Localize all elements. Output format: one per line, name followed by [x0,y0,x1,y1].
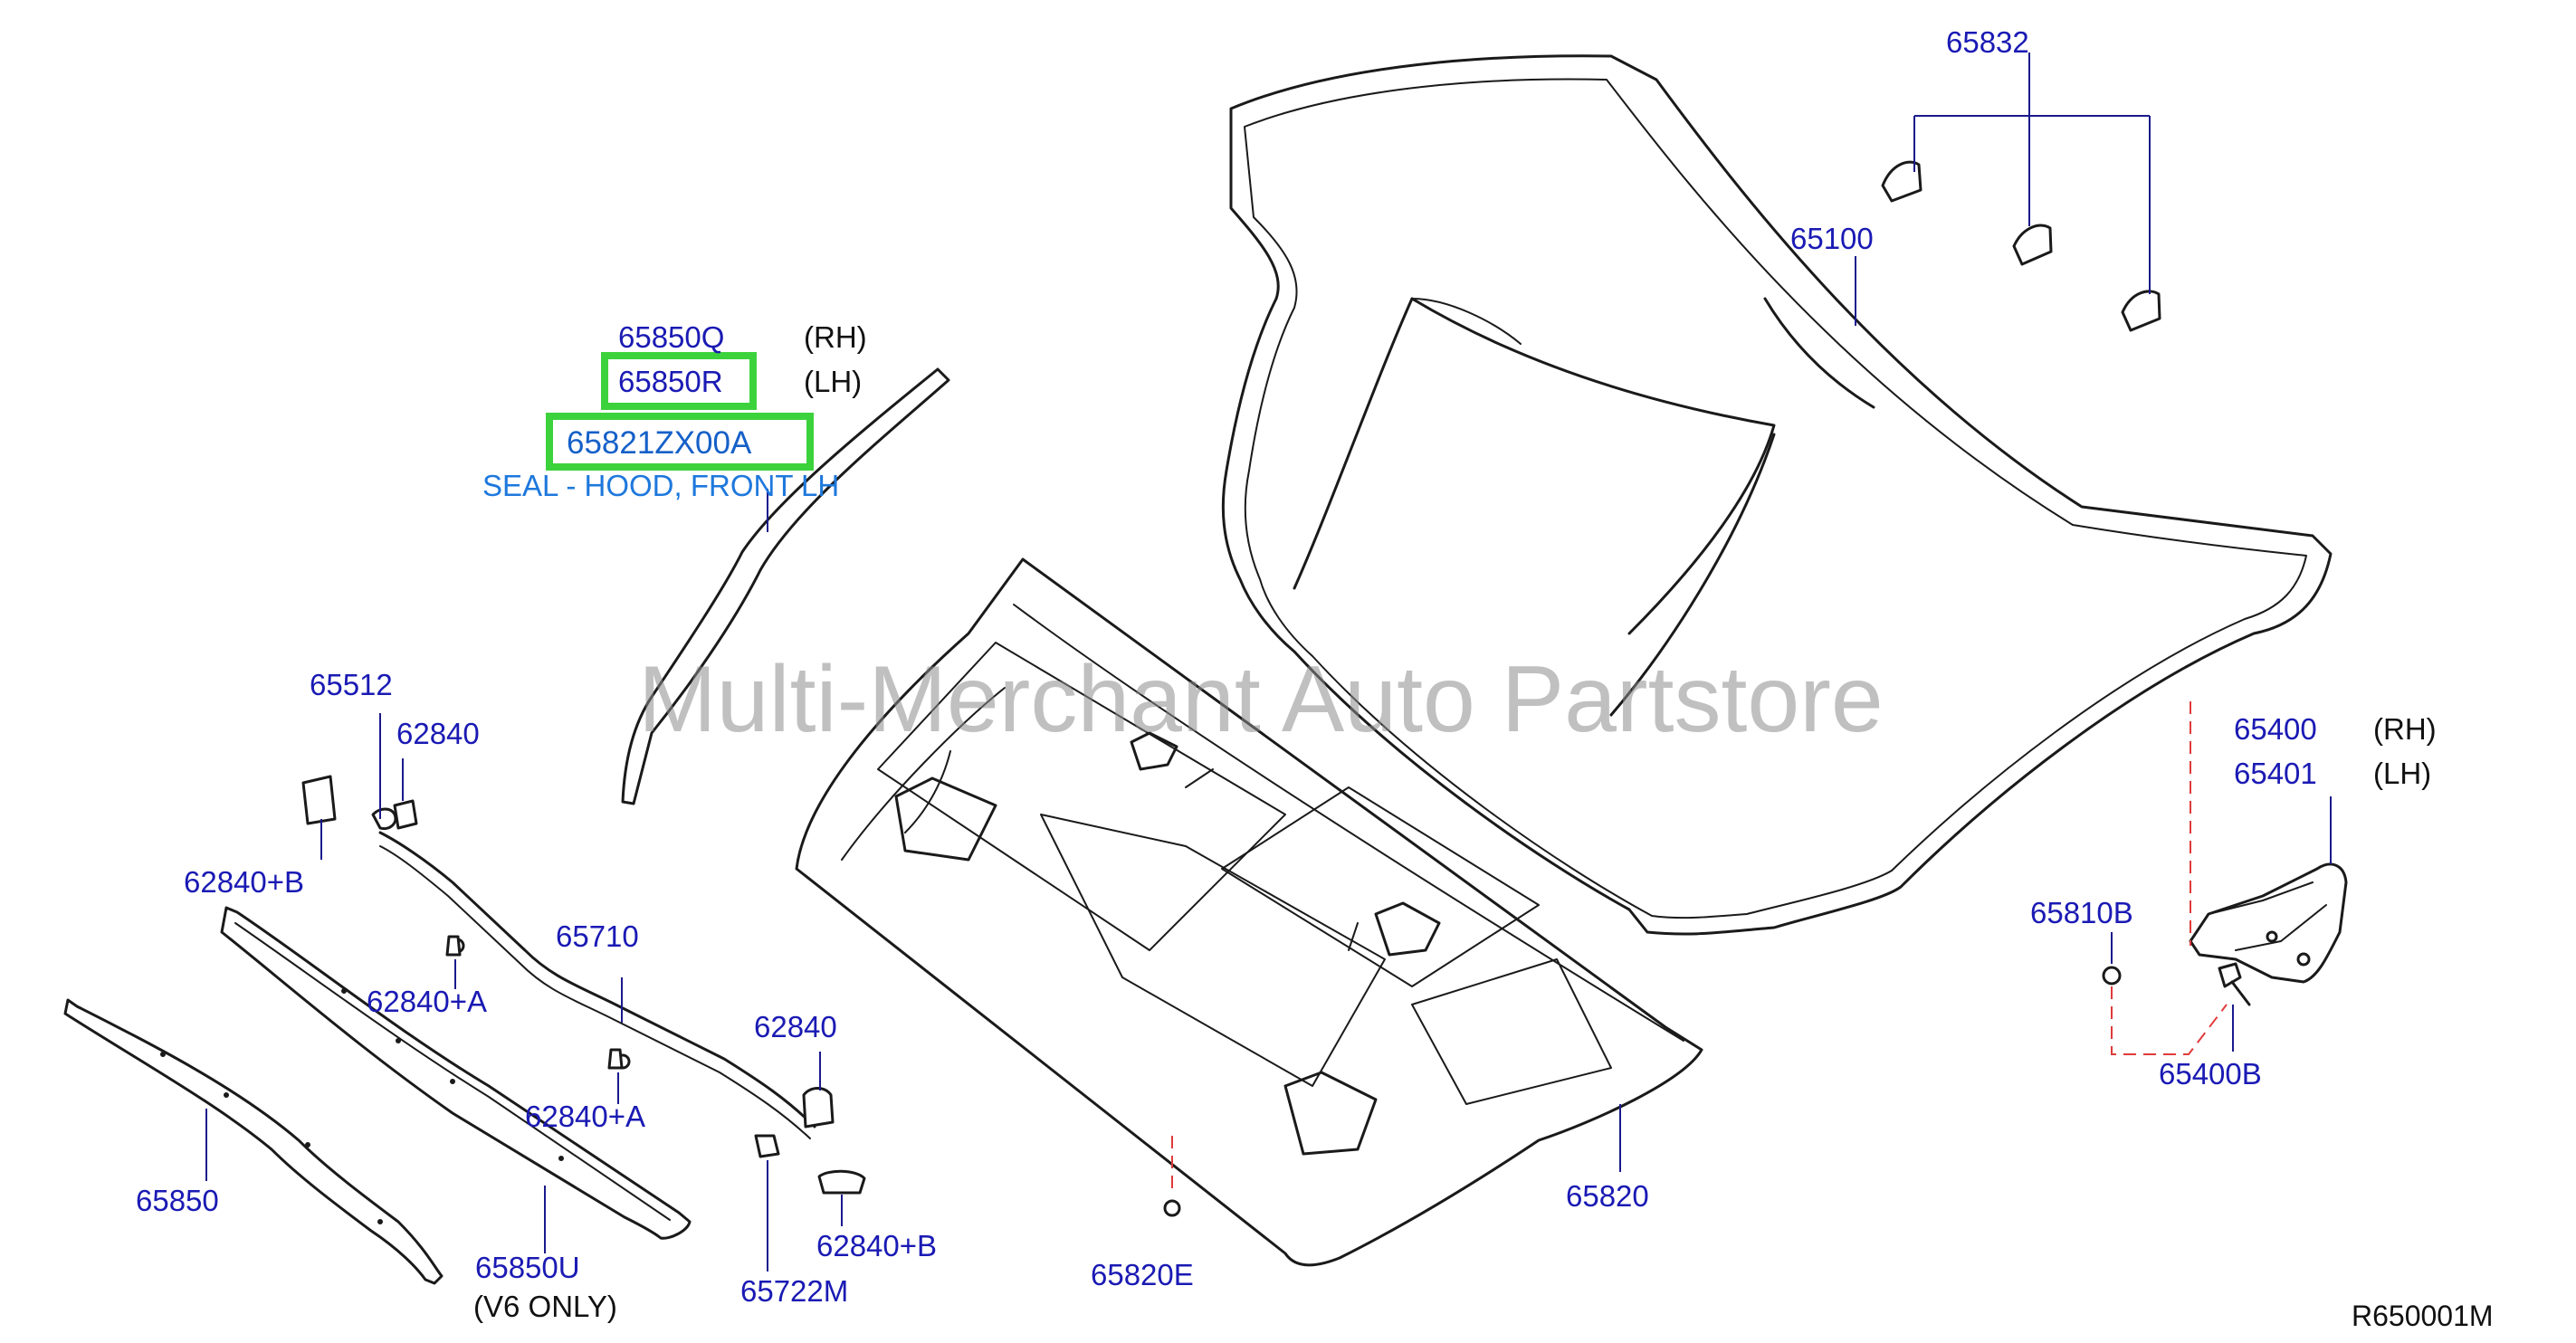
hood-insulator-drawing [795,557,1703,1267]
part-number-65820[interactable]: 65820 [1566,1179,1649,1213]
part-number-62840A-1[interactable]: 62840+A [367,985,487,1018]
diagram-reference-code: R650001M [2352,1300,2494,1332]
part-number-62840-top[interactable]: 62840 [396,717,480,750]
part-description-seal: SEAL - HOOD, FRONT LH [482,469,839,502]
part-number-65401[interactable]: 65401 [2234,757,2317,790]
hood-hinge-drawing [2102,862,2348,1006]
highlight-box-65850R [601,352,757,410]
highlight-box-65821ZX00A [546,413,814,471]
part-number-62840B-left[interactable]: 62840+B [184,865,304,899]
part-number-65400[interactable]: 65400 [2234,712,2317,746]
part-number-65810B[interactable]: 65810B [2030,896,2133,929]
part-number-62840A-2[interactable]: 62840+A [525,1100,645,1133]
leader-lines [205,52,2332,1272]
bumper-stops-drawing [1881,160,2161,332]
part-number-65850U[interactable]: 65850U [475,1251,580,1284]
part-number-65850R[interactable]: 65850R [618,365,723,398]
side-label-lh-hinge: (LH) [2373,757,2431,790]
part-labels: 65832 65100 65850Q (RH) 65850R (LH) 6582… [136,25,2494,1332]
hood-seal-strips-drawing [63,906,1181,1285]
watermark: Multi-Merchant Auto Partstore [638,647,1884,752]
part-number-62840-mid[interactable]: 62840 [754,1010,837,1043]
part-number-65850[interactable]: 65850 [136,1184,219,1217]
hood-panel-drawing [1221,54,2333,936]
part-number-65722M[interactable]: 65722M [740,1274,848,1308]
part-number-65710[interactable]: 65710 [556,919,639,953]
part-number-65512[interactable]: 65512 [310,668,393,701]
part-number-62840B-bottom[interactable]: 62840+B [816,1229,937,1262]
part-number-65832[interactable]: 65832 [1946,25,2029,59]
side-label-rh-hinge: (RH) [2373,712,2437,746]
side-label-rh-seal: (RH) [804,320,867,354]
part-number-65850Q[interactable]: 65850Q [618,320,724,354]
part-number-65820E[interactable]: 65820E [1091,1258,1194,1291]
side-label-lh-seal: (LH) [804,365,862,398]
v6-only-note: (V6 ONLY) [473,1290,617,1323]
hood-front-seal-lh-drawing [621,367,950,805]
part-number-65100[interactable]: 65100 [1790,222,1874,255]
part-number-65400B[interactable]: 65400B [2159,1057,2262,1091]
part-number-65821ZX00A[interactable]: 65821ZX00A [567,425,752,461]
